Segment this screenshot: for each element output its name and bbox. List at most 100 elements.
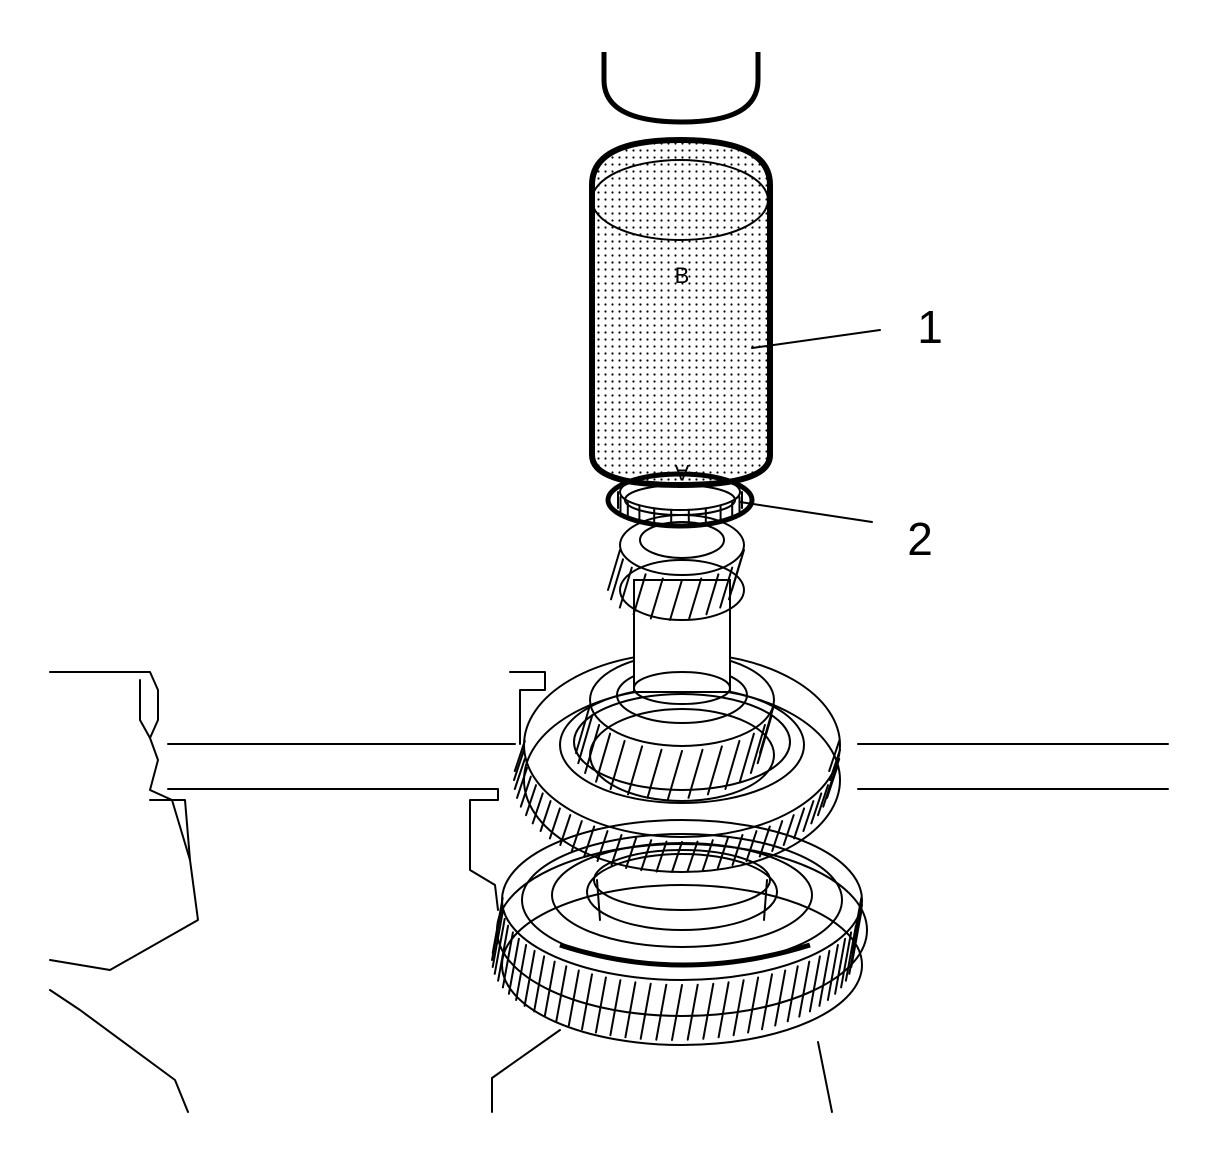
gear-tooth	[701, 839, 714, 872]
gear-tooth	[525, 784, 537, 817]
gear-tooth	[716, 837, 729, 869]
gear-tooth	[507, 937, 520, 995]
gear-tooth	[596, 830, 609, 863]
gear-tooth	[671, 841, 683, 873]
gear-tooth	[771, 820, 784, 853]
gear-tooth	[732, 979, 745, 1037]
gear-tooth	[543, 960, 556, 1018]
gear-tooth	[610, 834, 623, 866]
installer-tool: B A	[589, 136, 773, 489]
gear-tooth	[808, 955, 821, 1013]
gear-tooth	[828, 740, 841, 772]
gear-tooth	[607, 549, 621, 591]
gear-tooth	[745, 830, 758, 863]
gear-tooth	[850, 897, 863, 954]
gear-tooth	[515, 944, 528, 1001]
transmission-case	[49, 671, 1169, 1113]
gear-tooth	[738, 732, 755, 783]
gear-tooth	[548, 807, 561, 840]
gear-tooth	[774, 969, 787, 1027]
lower-cluster-gear	[491, 819, 868, 1046]
gear-tooth	[826, 944, 839, 1001]
gear-tooth	[817, 784, 829, 817]
gear-tooth	[577, 714, 594, 765]
gear-tooth	[567, 969, 580, 1027]
gear-tooth	[523, 949, 536, 1007]
gear-tooth	[559, 814, 572, 847]
gear-tooth	[731, 834, 744, 866]
gear-tooth	[501, 931, 514, 989]
gear-tooth	[747, 976, 760, 1034]
gear-tooth	[491, 897, 504, 954]
gear-tooth	[609, 740, 626, 790]
gear-tooth	[584, 724, 601, 774]
gear-tooth	[625, 837, 638, 869]
gear-tooth	[618, 566, 633, 609]
gear-tooth	[513, 740, 526, 772]
callout-2: 2	[907, 513, 933, 565]
gear-tooth	[531, 792, 544, 825]
gear-tooth	[555, 965, 568, 1023]
gear-tooth	[609, 979, 622, 1037]
gear-tooth	[655, 983, 668, 1041]
gear-tooth	[581, 973, 593, 1031]
gear-tooth	[516, 766, 528, 799]
tool-mark-a: A	[674, 460, 689, 485]
gear-tooth	[649, 577, 664, 620]
gear-tooth	[840, 931, 853, 989]
gear-tooth	[724, 740, 741, 790]
gear-tooth	[491, 911, 504, 968]
gear-tooth	[519, 775, 532, 808]
gear-tooth	[583, 825, 596, 858]
gear-tooth	[632, 573, 647, 616]
gear-tooth	[793, 807, 806, 840]
gear-tooth	[655, 840, 668, 873]
gear-tooth	[749, 724, 766, 774]
gear-tooth	[782, 814, 795, 847]
gear-tooth	[798, 960, 811, 1018]
gear-tooth	[624, 981, 637, 1039]
gear-tooth	[756, 714, 773, 765]
leader-line-1	[751, 329, 881, 349]
gear-tooth	[497, 924, 510, 982]
gear-tooth	[818, 949, 831, 1007]
gear-tooth	[570, 820, 583, 853]
gear-tooth	[595, 732, 612, 783]
tool-mark-b: B	[675, 263, 690, 288]
gear-tooth	[627, 745, 644, 796]
gear-tooth	[848, 917, 861, 975]
shaft	[633, 579, 731, 705]
gear-tooth	[667, 750, 683, 800]
gear-tooth	[671, 984, 683, 1041]
gear-tooth	[834, 937, 847, 995]
press-ram	[601, 52, 761, 125]
gear-tooth	[669, 579, 683, 621]
top-gear	[607, 514, 745, 621]
gear-tooth	[810, 792, 823, 825]
gear-tooth	[686, 840, 699, 873]
gear-tooth	[688, 577, 703, 620]
gear-tooth	[686, 983, 699, 1041]
gear-tooth	[728, 558, 742, 601]
gear-tooth	[513, 749, 525, 781]
gear-tooth	[786, 965, 799, 1023]
gear-tooth	[705, 573, 720, 616]
gear-tooth	[594, 976, 607, 1034]
gear-tooth	[822, 775, 835, 808]
middle-gear-teeth	[513, 740, 841, 873]
gear-tooth	[639, 982, 652, 1040]
bearing-rollers	[617, 491, 743, 527]
lower-gear-teeth	[491, 897, 863, 1041]
gear-tooth	[702, 982, 715, 1040]
gear-tooth	[761, 973, 773, 1031]
leader-line-2	[739, 501, 873, 523]
gear-tooth	[493, 917, 506, 975]
gear-tooth	[829, 749, 841, 781]
gear-tooth	[687, 748, 704, 799]
gear-tooth	[539, 800, 552, 833]
gear-tooth	[575, 704, 591, 754]
gear-tooth	[640, 839, 653, 872]
gear-tooth	[533, 955, 546, 1013]
gear-tooth	[513, 758, 526, 790]
